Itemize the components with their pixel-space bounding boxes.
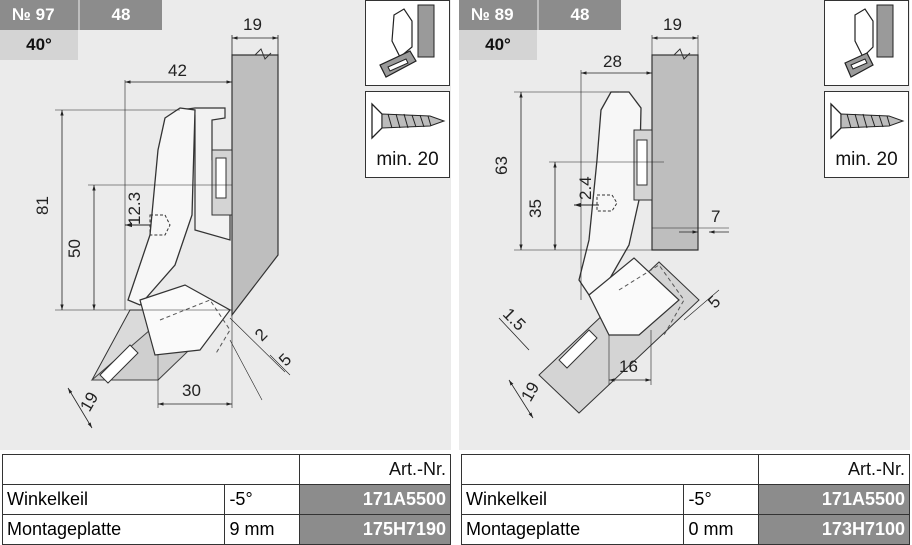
dim-50: 50 xyxy=(65,239,84,258)
hinge-number-badge: № 89 xyxy=(459,0,537,30)
part-spec: -5° xyxy=(683,484,760,515)
dim-30: 30 xyxy=(182,381,201,400)
table-row: Montageplatte 9 mm 175H7190 xyxy=(1,514,451,545)
mounting-thumbnail-icon xyxy=(824,0,909,86)
part-name: Winkelkeil xyxy=(460,484,685,515)
table-row: Montageplatte 0 mm 173H7100 xyxy=(460,514,910,545)
cabinet-side-panel xyxy=(231,54,279,317)
dim-28: 28 xyxy=(603,52,622,71)
mounting-thumbnail-icon xyxy=(365,0,450,86)
hinge-value-badge: 48 xyxy=(78,0,162,30)
part-name: Montageplatte xyxy=(460,514,685,545)
table-header-row: Art.-Nr. xyxy=(460,454,910,485)
screw-length-icon: min. 20 xyxy=(365,91,450,178)
dim-5: 5 xyxy=(704,292,724,312)
art-nr-header: Art.-Nr. xyxy=(758,454,910,485)
hinge-number-badge: № 97 xyxy=(0,0,78,30)
dim-19-bottom: 19 xyxy=(517,379,543,405)
cabinet-side-panel xyxy=(651,54,699,251)
table-row: Winkelkeil -5° 171A5500 xyxy=(460,484,910,515)
dim-7: 7 xyxy=(711,207,720,226)
part-art-nr: 171A5500 xyxy=(299,484,451,515)
left-drawing-panel: № 97 48 40° 19 42 8 xyxy=(0,0,451,450)
opening-angle-badge: 40° xyxy=(0,30,78,60)
part-art-nr: 175H7190 xyxy=(299,514,451,545)
dim-19-bottom: 19 xyxy=(76,389,102,415)
part-spec: 9 mm xyxy=(224,514,301,545)
part-spec: -5° xyxy=(224,484,301,515)
dim-63: 63 xyxy=(492,156,511,175)
hinge-arm xyxy=(127,107,196,306)
dim-35: 35 xyxy=(526,199,545,218)
hinge-technical-drawing: 19 42 81 50 12.3 2 5 30 19 xyxy=(33,15,295,429)
dim-19-top: 19 xyxy=(243,15,262,34)
part-name: Winkelkeil xyxy=(1,484,226,515)
dim-81: 81 xyxy=(33,196,52,215)
art-nr-header: Art.-Nr. xyxy=(299,454,451,485)
dim-16: 16 xyxy=(619,357,638,376)
hinge-value-badge: 48 xyxy=(537,0,621,30)
dim-1-5: 1.5 xyxy=(499,304,529,334)
left-parts-table: Art.-Nr. Winkelkeil -5° 171A5500 Montage… xyxy=(1,454,451,545)
table-header-row: Art.-Nr. xyxy=(1,454,451,485)
dim-2-4: 2.4 xyxy=(576,176,595,200)
part-spec: 0 mm xyxy=(683,514,760,545)
opening-angle-badge: 40° xyxy=(459,30,537,60)
dim-5: 5 xyxy=(275,350,295,370)
part-art-nr: 173H7100 xyxy=(758,514,910,545)
screw-min-length-label: min. 20 xyxy=(835,149,898,170)
table-row: Winkelkeil -5° 171A5500 xyxy=(1,484,451,515)
part-art-nr: 171A5500 xyxy=(758,484,910,515)
right-parts-table: Art.-Nr. Winkelkeil -5° 171A5500 Montage… xyxy=(460,454,910,545)
dim-42: 42 xyxy=(168,61,187,80)
dim-19-top: 19 xyxy=(663,15,682,34)
part-name: Montageplatte xyxy=(1,514,226,545)
screw-min-length-label: min. 20 xyxy=(376,149,439,170)
dim-12-3: 12.3 xyxy=(125,192,144,225)
screw-length-icon: min. 20 xyxy=(824,91,909,178)
right-drawing-panel: № 89 48 40° 19 28 63 35 xyxy=(459,0,910,450)
hinge-technical-drawing: 19 28 63 35 2.4 7 1.5 5 16 19 xyxy=(492,15,729,419)
